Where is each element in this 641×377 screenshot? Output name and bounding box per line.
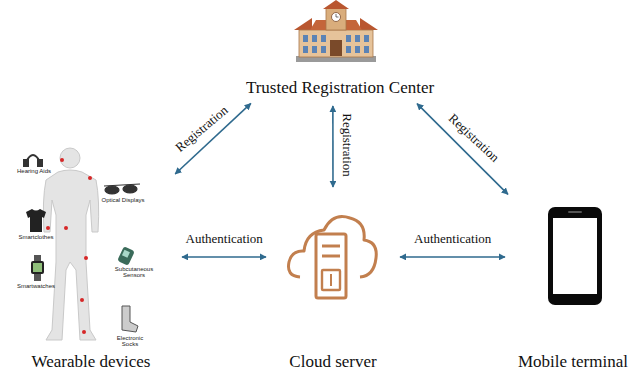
sock-icon — [122, 306, 138, 332]
device-label: Hearing Aids — [14, 168, 54, 174]
device-node: Trusted Registration Center — [221, 0, 459, 98]
sensor-dots — [46, 158, 92, 334]
cloud-icon — [288, 217, 376, 299]
headphones-icon — [24, 155, 42, 166]
connector-arrow — [417, 104, 508, 195]
node-caption: Cloud server — [268, 352, 398, 372]
edge-label: Authentication — [412, 231, 493, 247]
device-label: Smartwatches — [14, 283, 58, 289]
connector-arrow — [182, 256, 266, 258]
human-figure — [43, 148, 98, 340]
building-icon — [294, 0, 378, 62]
phone-icon — [548, 207, 602, 305]
connector-arrow — [332, 106, 334, 187]
watch-icon — [31, 255, 44, 281]
device-label: Electronic Socks — [110, 335, 150, 348]
node-caption: Mobile terminal — [507, 352, 639, 372]
device-label: Smartclothes — [14, 234, 58, 240]
node-caption: Trusted Registration Center — [221, 78, 459, 98]
device-node: Mobile terminal — [507, 200, 639, 372]
glasses-icon — [104, 184, 140, 194]
node-caption: Wearable devices — [2, 352, 180, 372]
tshirt-icon — [26, 209, 46, 232]
device-label: Subcutaneous Sensors — [114, 266, 154, 279]
edge-label: Registration — [339, 111, 355, 179]
connector-arrow — [400, 256, 505, 258]
device-node: Wearable devices — [2, 140, 180, 372]
device-label: Optical Displays — [100, 197, 146, 203]
edge-label: Authentication — [184, 231, 265, 247]
sensor-icon — [117, 246, 135, 266]
device-node: Cloud server — [268, 195, 398, 372]
